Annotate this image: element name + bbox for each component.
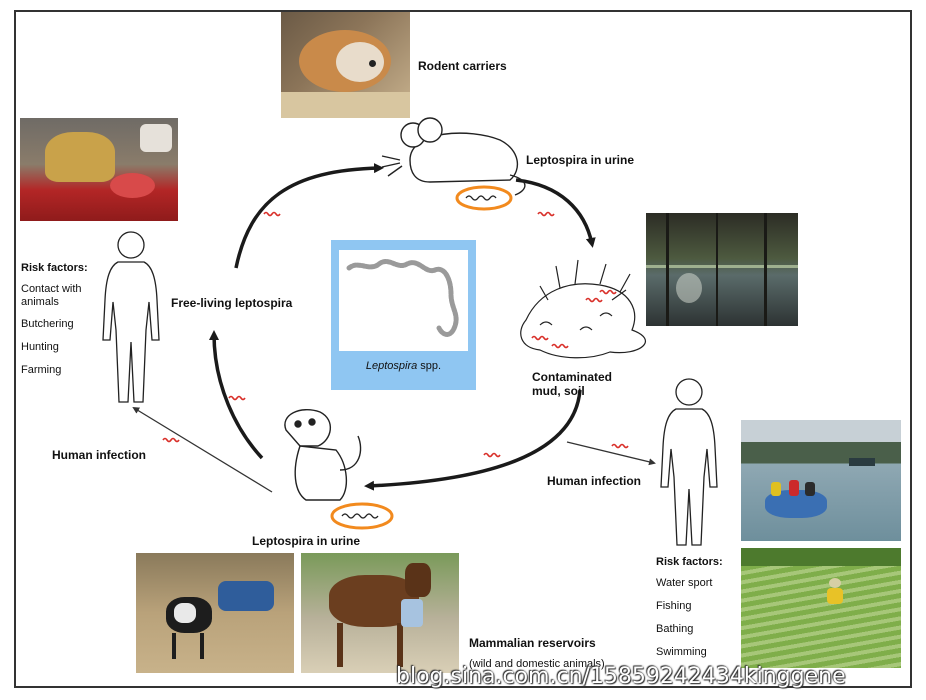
butchering-photo bbox=[20, 118, 178, 221]
arrow-free-to-rodent bbox=[234, 163, 384, 269]
leptospira-caption: Leptospira spp. bbox=[365, 360, 442, 372]
pond-photo bbox=[646, 213, 798, 326]
label-urine-bottom: Leptospira in urine bbox=[252, 534, 361, 548]
watermark: blog.sina.com.cn/15859242434kinggene bbox=[396, 664, 846, 689]
risk-factors-left: Risk factors: Contact with animals Butch… bbox=[21, 262, 101, 377]
leptospira-image bbox=[339, 250, 468, 351]
mouse-drawing bbox=[381, 117, 526, 196]
dog-drawing bbox=[284, 409, 362, 501]
label-human-infection-right: Human infection bbox=[547, 474, 642, 488]
mud-drawing bbox=[520, 259, 646, 359]
label-human-infection-left: Human infection bbox=[52, 448, 147, 462]
risk-factors-right: Risk factors: Water sport Fishing Bathin… bbox=[656, 556, 738, 659]
bacteria-squiggles bbox=[162, 211, 629, 458]
risk-right-item: Water sport bbox=[656, 577, 713, 589]
arrow-human-infection-right bbox=[566, 441, 656, 466]
label-free-living: Free-living leptospira bbox=[171, 296, 293, 310]
arrow-human-infection-left bbox=[132, 406, 273, 493]
risk-right-item: Bathing bbox=[656, 623, 694, 635]
risk-right-item: Swimming bbox=[656, 646, 707, 658]
arrow-mud-to-dog bbox=[364, 389, 582, 491]
rice-field-photo bbox=[741, 548, 901, 668]
risk-right-item: Fishing bbox=[656, 600, 692, 612]
goat-photo bbox=[136, 553, 294, 673]
urine-orange-bottom bbox=[330, 502, 394, 530]
risk-factors-left-title: Risk factors: bbox=[21, 262, 88, 274]
rodent-photo bbox=[281, 12, 410, 118]
horse-photo bbox=[301, 553, 459, 673]
rafting-photo bbox=[741, 420, 901, 541]
risk-left-item: Hunting bbox=[21, 341, 59, 353]
human-figure-right bbox=[660, 378, 718, 546]
risk-left-item: Contact with animals bbox=[21, 283, 82, 308]
human-figure-left bbox=[102, 231, 160, 403]
label-urine-top: Leptospira in urine bbox=[526, 153, 635, 167]
label-contaminated: Contaminated mud, soil bbox=[532, 370, 613, 398]
arrow-rodent-to-mud bbox=[515, 178, 596, 248]
leptospira-box: Leptospira spp. bbox=[331, 240, 476, 390]
risk-factors-right-title: Risk factors: bbox=[656, 556, 723, 568]
label-mammalian-sub: (wild and domestic animals) bbox=[469, 658, 605, 670]
urine-orange-top bbox=[455, 185, 513, 211]
label-rodent-carriers: Rodent carriers bbox=[418, 59, 507, 73]
arrow-dog-to-free bbox=[209, 330, 264, 460]
risk-left-item: Butchering bbox=[21, 318, 74, 330]
label-mammalian: Mammalian reservoirs bbox=[469, 636, 596, 650]
risk-left-item: Farming bbox=[21, 364, 62, 376]
